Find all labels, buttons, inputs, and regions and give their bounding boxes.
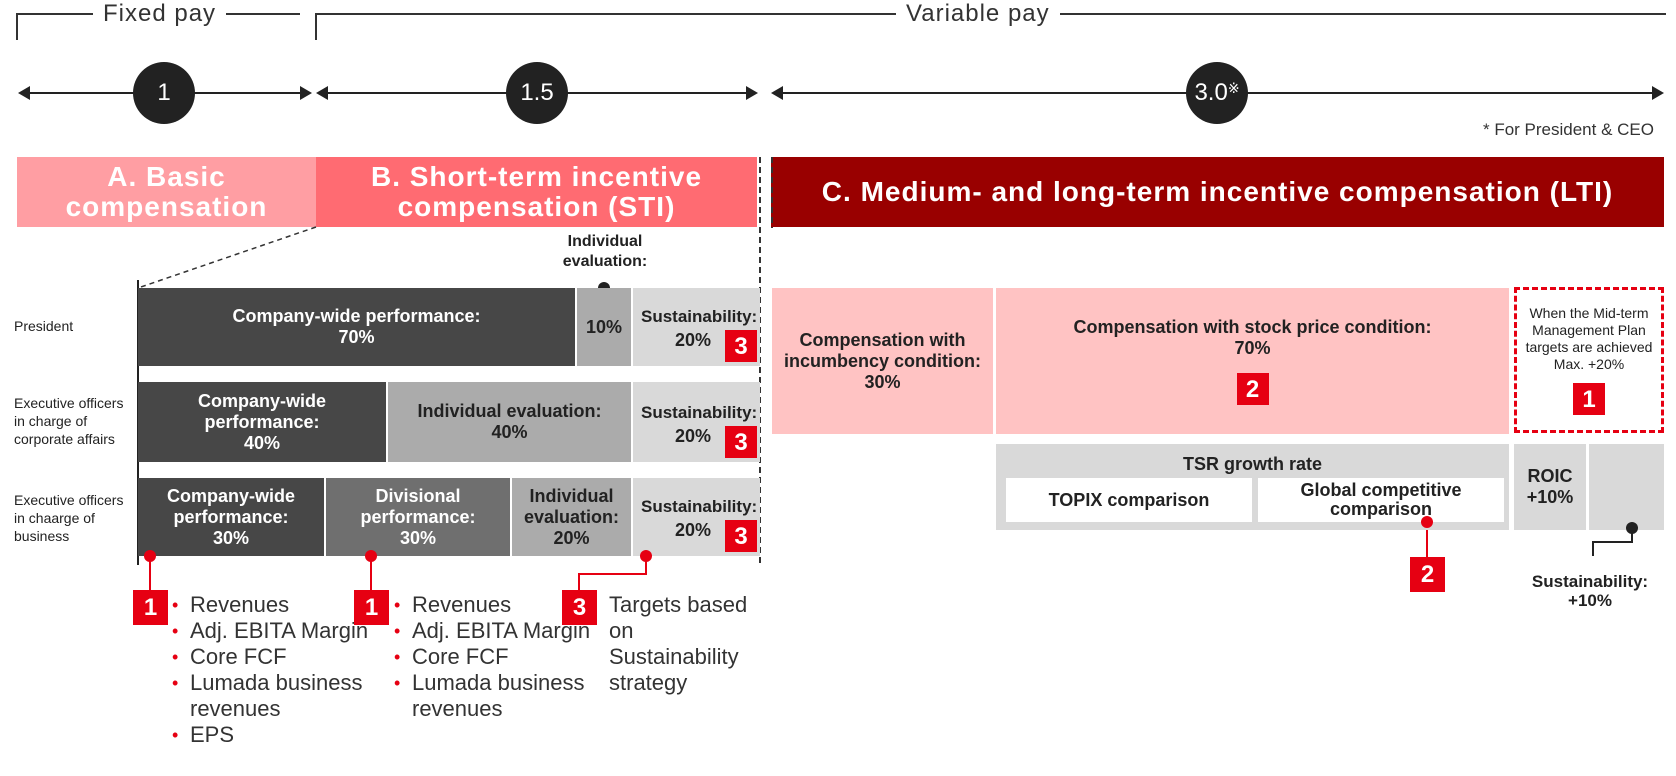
list-item: Revenues: [394, 592, 594, 618]
banner-a-line2: compensation: [65, 191, 268, 222]
sustainability-note: Targets based on Sustainability strategy: [609, 592, 748, 695]
global-comparison-box: Global competitive comparison: [1258, 478, 1504, 522]
row-label-corporate-affairs: Executive officers in charge of corporat…: [14, 395, 124, 447]
lti-sustainability-segment: [1589, 444, 1664, 530]
fixed-pay-label: Fixed pay: [93, 0, 227, 28]
banner-basic-compensation: A. Basic compensation: [17, 157, 316, 227]
fixed-multiplier: 1: [133, 62, 195, 124]
business-individual-segment: Individual evaluation:20%: [512, 478, 631, 556]
list-item: Adj. EBITA Margin: [394, 618, 594, 644]
arrowhead-left-icon: [316, 86, 328, 100]
lti-incumbency-segment: Compensation with incumbency condition:3…: [772, 288, 993, 434]
ceo-footnote: * For President & CEO: [1482, 120, 1654, 139]
leader-dot: [1626, 522, 1638, 534]
variable-pay-bracket: [315, 13, 1666, 40]
badge-3: 3: [725, 520, 757, 552]
president-sustainability-segment: Sustainability: 20% 3: [633, 288, 760, 366]
corporate-company-wide-segment: Company-wide performance:40%: [138, 382, 386, 462]
banner-a-line1: A. Basic: [107, 161, 226, 192]
note-badge-2: 2: [1410, 557, 1445, 592]
badge-2: 2: [1236, 373, 1269, 405]
arrowhead-right-icon: [746, 86, 758, 100]
list-item: Core FCF: [172, 644, 372, 670]
business-divisional-segment: Divisional performance:30%: [326, 478, 510, 556]
president-individual-segment: 10%: [577, 288, 631, 366]
banner-b-line2: compensation (STI): [397, 191, 676, 222]
leader-dot: [144, 550, 156, 562]
tsr-growth-box: TSR growth rate TOPIX comparison Global …: [996, 444, 1509, 530]
lti-stock-price-segment: Compensation with stock price condition:…: [996, 288, 1509, 434]
list-item: Lumada business revenues: [394, 670, 594, 722]
lti-midterm-bonus-segment: When the Mid-term Management Plan target…: [1514, 287, 1664, 433]
banner-lti: C. Medium- and long-term incentive compe…: [771, 157, 1664, 227]
president-company-wide-segment: Company-wide performance:70%: [138, 288, 575, 366]
leader-dot: [365, 550, 377, 562]
corporate-individual-segment: Individual evaluation:40%: [388, 382, 631, 462]
topix-comparison-box: TOPIX comparison: [1006, 478, 1252, 522]
row-label-president: President: [14, 318, 74, 334]
arrowhead-left-icon: [18, 86, 30, 100]
corporate-sustainability-segment: Sustainability: 20% 3: [633, 382, 760, 462]
banner-b-line1: B. Short-term incentive: [370, 161, 703, 192]
arrowhead-right-icon: [300, 86, 312, 100]
banner-sti: B. Short-term incentive compensation (ST…: [316, 157, 757, 227]
badge-3: 3: [725, 330, 757, 362]
list-item: Adj. EBITA Margin: [172, 618, 372, 644]
arrowhead-right-icon: [1652, 86, 1664, 100]
lti-multiplier: 3.0※: [1186, 62, 1248, 124]
list-item: Revenues: [172, 592, 372, 618]
note-badge-1: 1: [133, 590, 168, 625]
lti-sustainability-label: Sustainability:+10%: [1531, 572, 1649, 610]
tsr-title: TSR growth rate: [1182, 454, 1322, 474]
badge-1: 1: [1573, 383, 1605, 415]
leader-dot: [640, 550, 652, 562]
badge-3: 3: [725, 426, 757, 458]
business-sustainability-segment: Sustainability: 20% 3: [633, 478, 760, 556]
list-item: EPS: [172, 722, 372, 748]
note-badge-3: 3: [562, 590, 597, 625]
row-label-business: Executive officers in chaarge of busines…: [14, 492, 124, 544]
note-badge-1: 1: [354, 590, 389, 625]
sti-multiplier: 1.5: [506, 62, 568, 124]
arrowhead-left-icon: [771, 86, 783, 100]
list-item: Lumada business revenues: [172, 670, 372, 722]
variable-pay-label: Variable pay: [896, 0, 1060, 28]
list-item: Core FCF: [394, 644, 594, 670]
divisional-kpi-list: Revenues Adj. EBITA Margin Core FCF Luma…: [394, 592, 594, 722]
individual-eval-callout: Individual evaluation:: [562, 233, 648, 270]
business-company-wide-segment: Company-wide performance:30%: [138, 478, 324, 556]
roic-segment: ROIC+10%: [1514, 444, 1586, 530]
company-wide-kpi-list: Revenues Adj. EBITA Margin Core FCF Luma…: [172, 592, 372, 748]
leader-dot: [1421, 516, 1433, 528]
